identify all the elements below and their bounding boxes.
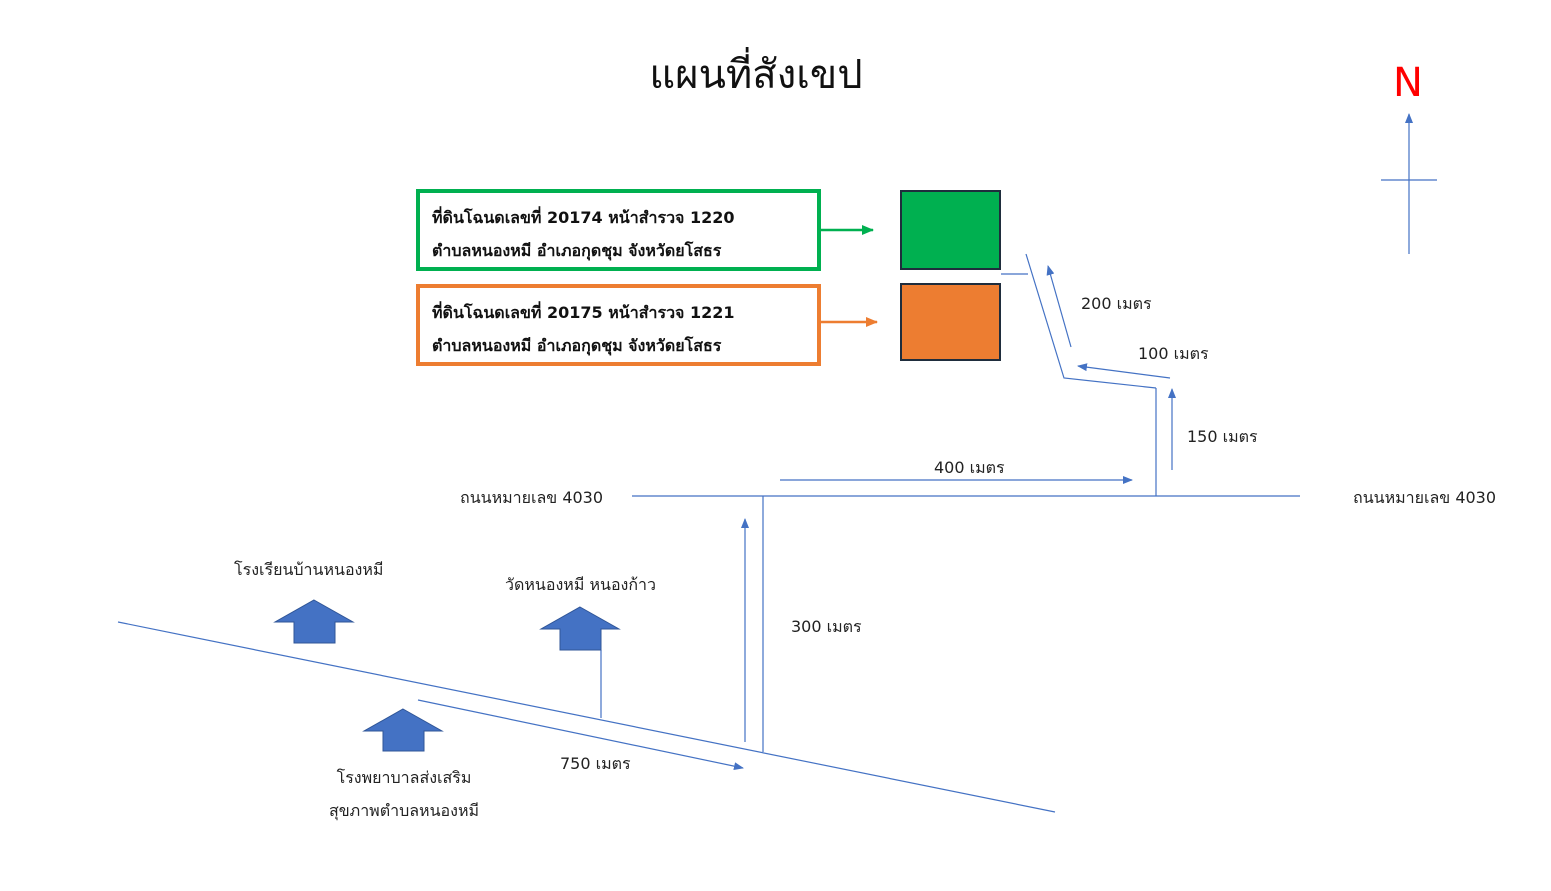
landmark-label-temple: วัดหนองหมี หนองก้าว xyxy=(505,575,657,594)
hospital-line: โรงพยาบาลส่งเสริม xyxy=(336,768,472,787)
landmark-arrow-icon xyxy=(273,599,355,644)
landmark-arrow-icon xyxy=(362,708,444,752)
plot-swatch-green xyxy=(900,190,1001,270)
road-label-right: ถนนหมายเลข 4030 xyxy=(1353,488,1497,507)
branch-road-to-plots xyxy=(1025,253,1157,389)
route-arrow-200m xyxy=(1046,265,1072,348)
legend-line: ตำบลหนองหมี อำเภอกุดชุม จังหวัดยโสธร xyxy=(432,241,722,260)
landmark-arrow-icon xyxy=(539,606,621,651)
distance-label-400: 400 เมตร xyxy=(934,458,1005,477)
legend-line: ที่ดินโฉนดเลขที่ 20175 หน้าสำรวจ 1221 xyxy=(432,303,735,322)
road-label-left: ถนนหมายเลข 4030 xyxy=(460,488,604,507)
hospital-line: สุขภาพตำบลหนองหมี xyxy=(328,801,480,820)
north-label: N xyxy=(1393,60,1423,106)
distance-label-200: 200 เมตร xyxy=(1081,294,1152,313)
north-arrow-icon xyxy=(1381,113,1437,254)
route-arrow-750m xyxy=(417,699,744,771)
map-title: แผนที่สังเขป xyxy=(649,52,863,98)
main-road-diagonal xyxy=(117,621,1056,813)
landmark-label-hospital: โรงพยาบาลส่งเสริม สุขภาพตำบลหนองหมี xyxy=(300,761,508,827)
legend-item-plot-20174: ที่ดินโฉนดเลขที่ 20174 หน้าสำรวจ 1220 ตำ… xyxy=(416,189,821,271)
landmark-label-school: โรงเรียนบ้านหนองหมี xyxy=(234,560,384,579)
legend-line: ตำบลหนองหมี อำเภอกุดชุม จังหวัดยโสธร xyxy=(432,336,722,355)
distance-label-100: 100 เมตร xyxy=(1138,344,1209,363)
legend-line: ที่ดินโฉนดเลขที่ 20174 หน้าสำรวจ 1220 xyxy=(432,208,735,227)
distance-label-750: 750 เมตร xyxy=(560,754,631,773)
distance-label-300: 300 เมตร xyxy=(791,617,862,636)
plot-swatch-orange xyxy=(900,283,1001,361)
distance-label-150: 150 เมตร xyxy=(1187,427,1258,446)
route-arrow-100m xyxy=(1077,363,1171,379)
legend-item-plot-20175: ที่ดินโฉนดเลขที่ 20175 หน้าสำรวจ 1221 ตำ… xyxy=(416,284,821,366)
